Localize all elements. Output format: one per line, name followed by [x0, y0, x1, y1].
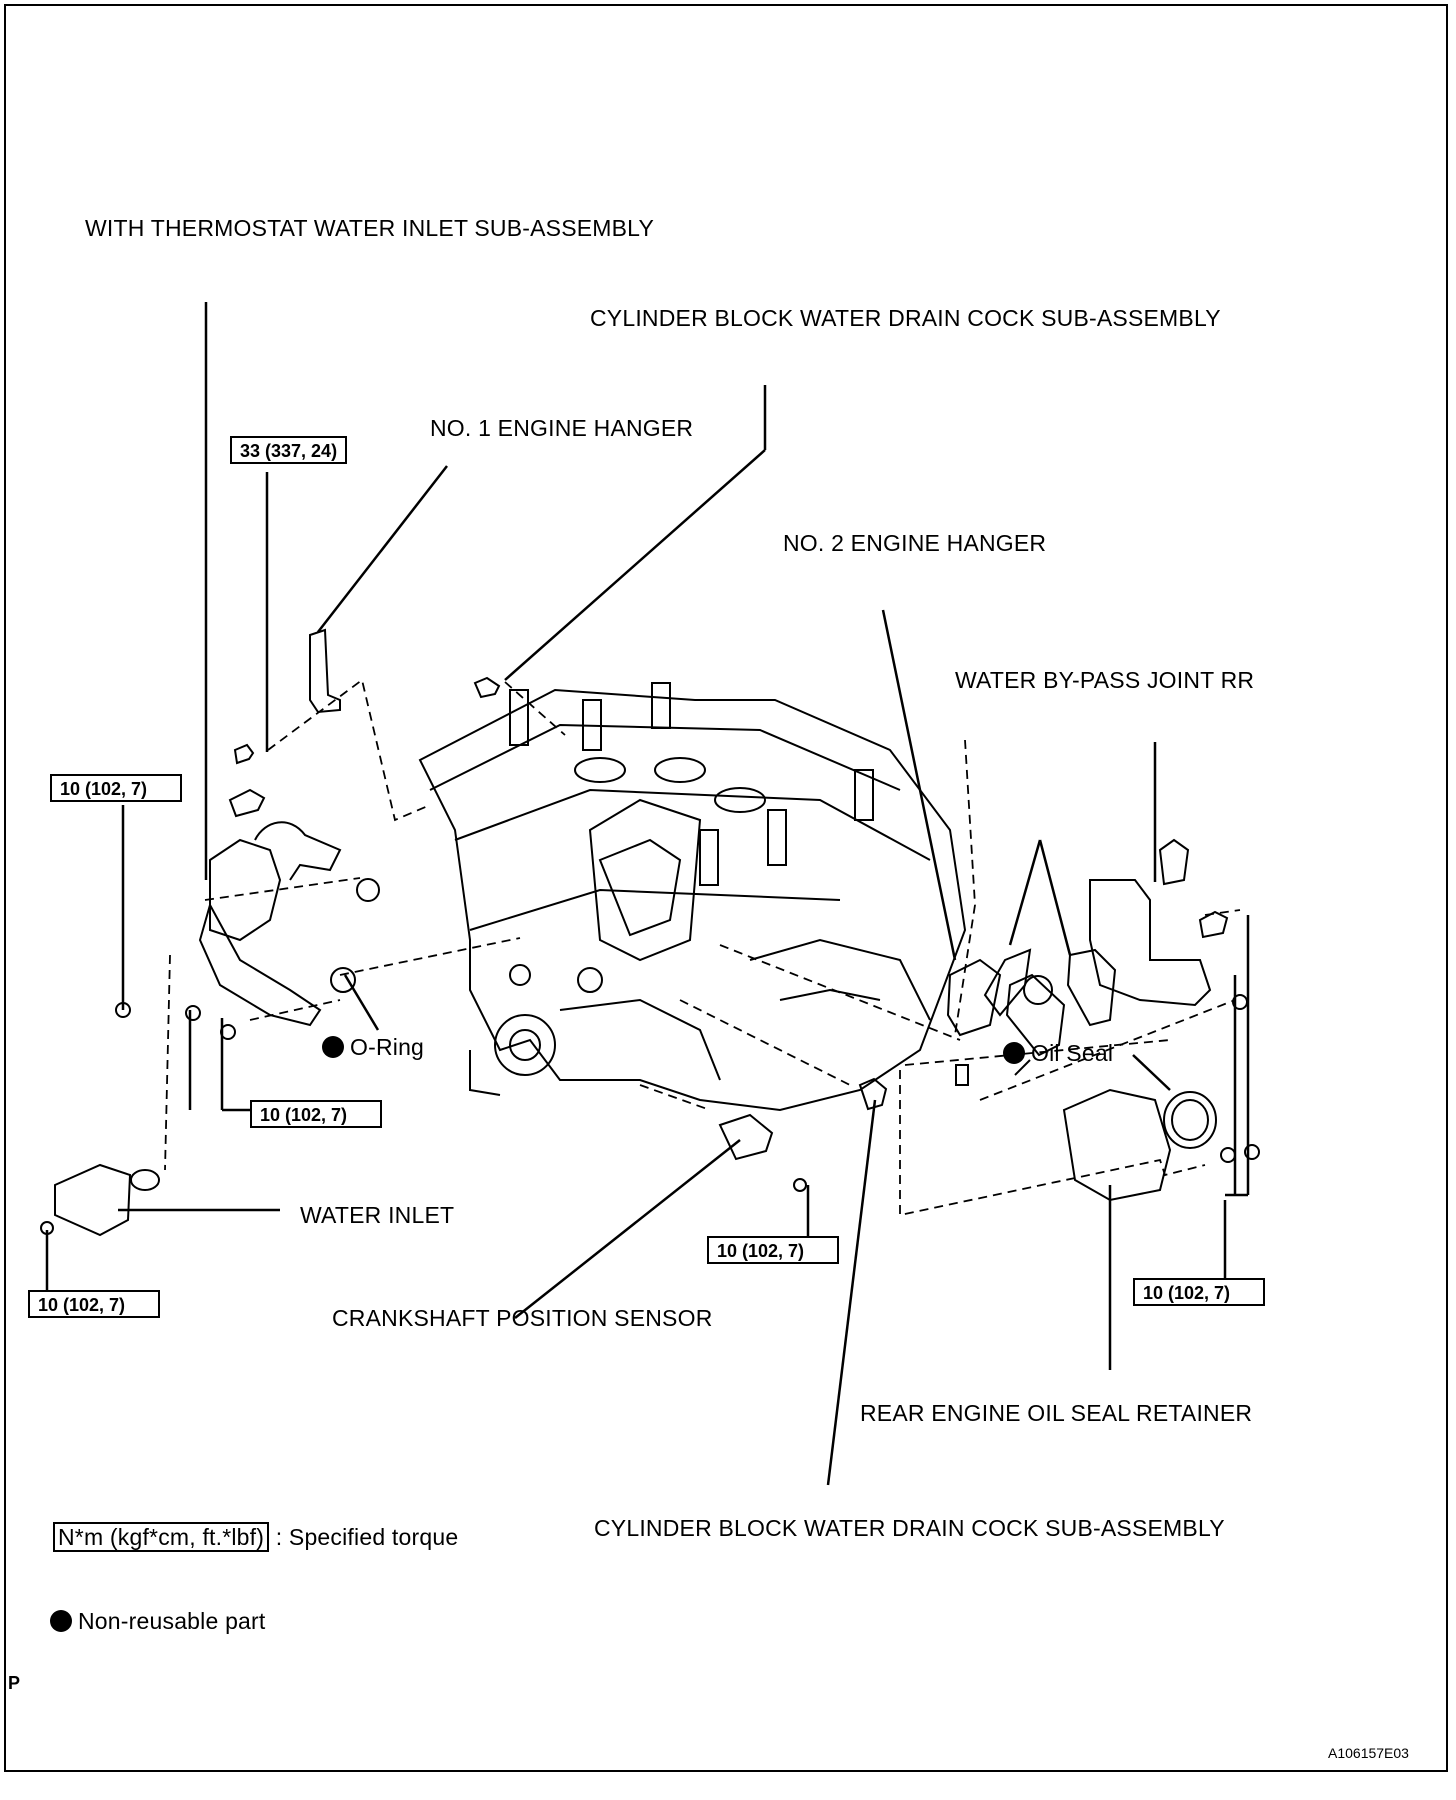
label-no2-engine-hanger: NO. 2 ENGINE HANGER [783, 530, 1047, 556]
label-drain-cock-bottom: CYLINDER BLOCK WATER DRAIN COCK SUB-ASSE… [594, 1515, 1225, 1541]
component-parts [40, 628, 1260, 1237]
torque-housing-bolts: 10 (102, 7) [250, 1100, 382, 1128]
torque-rear-bolts: 10 (102, 7) [1133, 1278, 1265, 1306]
label-water-bypass-joint: WATER BY-PASS JOINT RR [955, 667, 1255, 693]
p-mark: P [8, 1673, 21, 1693]
label-oil-seal: Oil Seal [1003, 1040, 1113, 1066]
label-drain-cock-top: CYLINDER BLOCK WATER DRAIN COCK SUB-ASSE… [590, 305, 1221, 331]
assembly-dashes [164, 678, 1241, 1217]
label-no1-engine-hanger: NO. 1 ENGINE HANGER [430, 415, 694, 441]
label-water-inlet: WATER INLET [300, 1202, 455, 1228]
label-o-ring: O-Ring [322, 1034, 424, 1060]
diagram-frame [4, 4, 1448, 1772]
label-crankshaft-position-sensor: CRANKSHAFT POSITION SENSOR [332, 1305, 713, 1331]
torque-sensor-bolt: 10 (102, 7) [707, 1236, 839, 1264]
label-rear-oil-seal-retainer: REAR ENGINE OIL SEAL RETAINER [860, 1400, 1253, 1426]
nonreusable-dot-icon [50, 1610, 72, 1632]
nonreusable-dot-icon [1003, 1042, 1025, 1064]
legend-torque-desc: : Specified torque [275, 1524, 459, 1550]
legend-torque: N*m (kgf*cm, ft.*lbf) : Specified torque [53, 1522, 458, 1552]
legend-nonreusable: Non-reusable part [50, 1608, 266, 1634]
legend-torque-unit: N*m (kgf*cm, ft.*lbf) [53, 1522, 270, 1552]
nonreusable-dot-icon [322, 1036, 344, 1058]
leader-lines [45, 302, 1250, 1486]
figure-code: A106157E03 [1328, 1745, 1409, 1761]
label-thermostat-inlet: WITH THERMOSTAT WATER INLET SUB-ASSEMBLY [85, 215, 655, 241]
torque-water-inlet-nut: 10 (102, 7) [28, 1290, 160, 1318]
engine-block-outline [418, 682, 967, 1112]
torque-thermostat-bolt: 10 (102, 7) [50, 774, 182, 802]
torque-hanger-bolt: 33 (337, 24) [230, 436, 348, 464]
